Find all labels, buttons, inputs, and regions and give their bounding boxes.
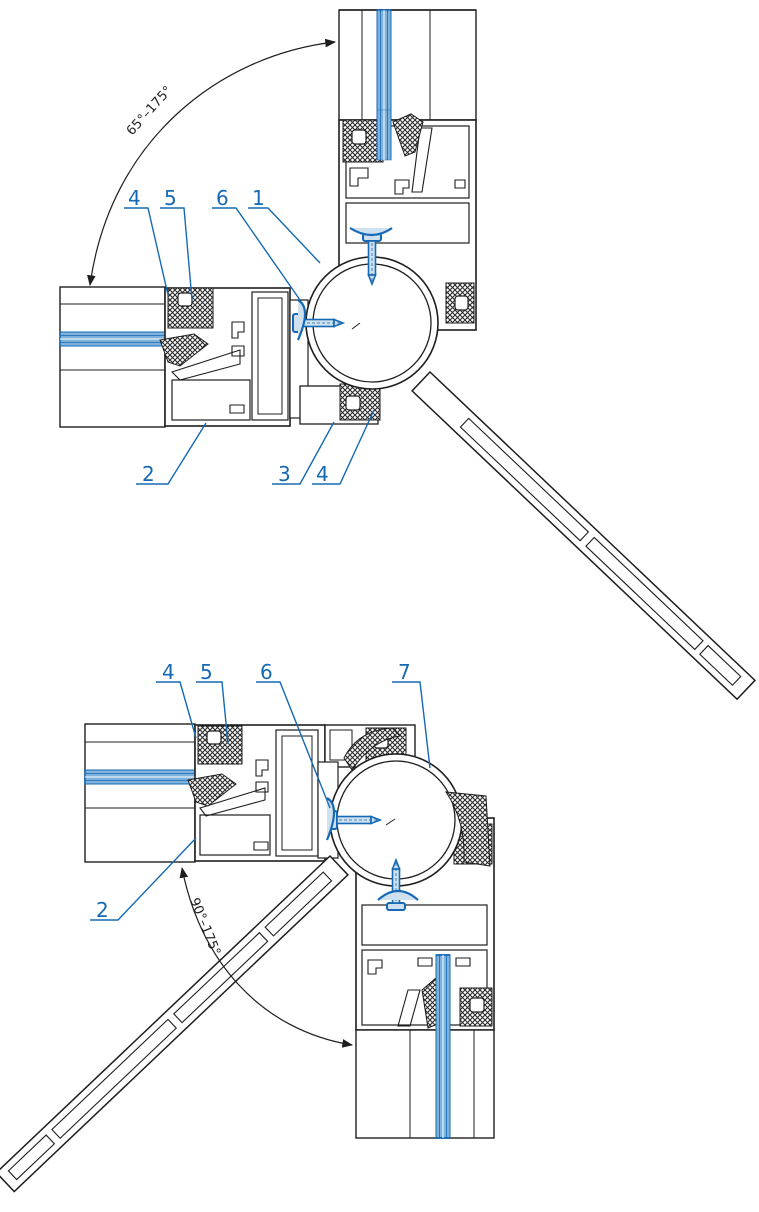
callouts-bottom (90, 681, 431, 921)
angled-frame-arm-top (411, 370, 757, 701)
callout-6-top: 6 (216, 186, 229, 210)
hinge-tube-bottom (329, 753, 463, 887)
callout-labels-top: 4 5 6 1 2 3 4 (128, 186, 329, 486)
angle-arc-top (87, 38, 337, 287)
hinge-tube-top (305, 256, 439, 390)
callout-4a-top: 4 (128, 186, 141, 210)
bottom-left-glazing-panel (84, 723, 241, 863)
callout-3-top: 3 (278, 462, 291, 486)
callout-5-bottom: 5 (200, 660, 213, 684)
callout-2-top: 2 (142, 462, 155, 486)
callout-5-top: 5 (164, 186, 177, 210)
left-frame-profile (159, 287, 381, 427)
callouts-top (124, 207, 375, 485)
callout-6-bottom: 6 (260, 660, 273, 684)
callout-4-bottom: 4 (162, 660, 175, 684)
angle-label-bottom: 90°–175° (186, 896, 223, 958)
upper-glazing-panel (338, 9, 477, 161)
angled-frame-arm-bottom (0, 854, 349, 1193)
callout-1-top: 1 (252, 186, 265, 210)
angle-label-top: 65°–175° (124, 83, 176, 138)
left-glazing-panel (59, 286, 211, 428)
callout-7-bottom: 7 (398, 660, 411, 684)
top-detail: 65°–175° (59, 9, 757, 701)
callout-4b-top: 4 (316, 462, 329, 486)
callout-2-bottom: 2 (96, 898, 109, 922)
bottom-lower-glazing-panel (355, 954, 495, 1139)
bottom-detail: 90°–175° 4 5 6 7 2 (0, 660, 495, 1193)
angle-arc-bottom (179, 866, 354, 1048)
callout-labels-bottom: 4 5 6 7 2 (96, 660, 411, 922)
